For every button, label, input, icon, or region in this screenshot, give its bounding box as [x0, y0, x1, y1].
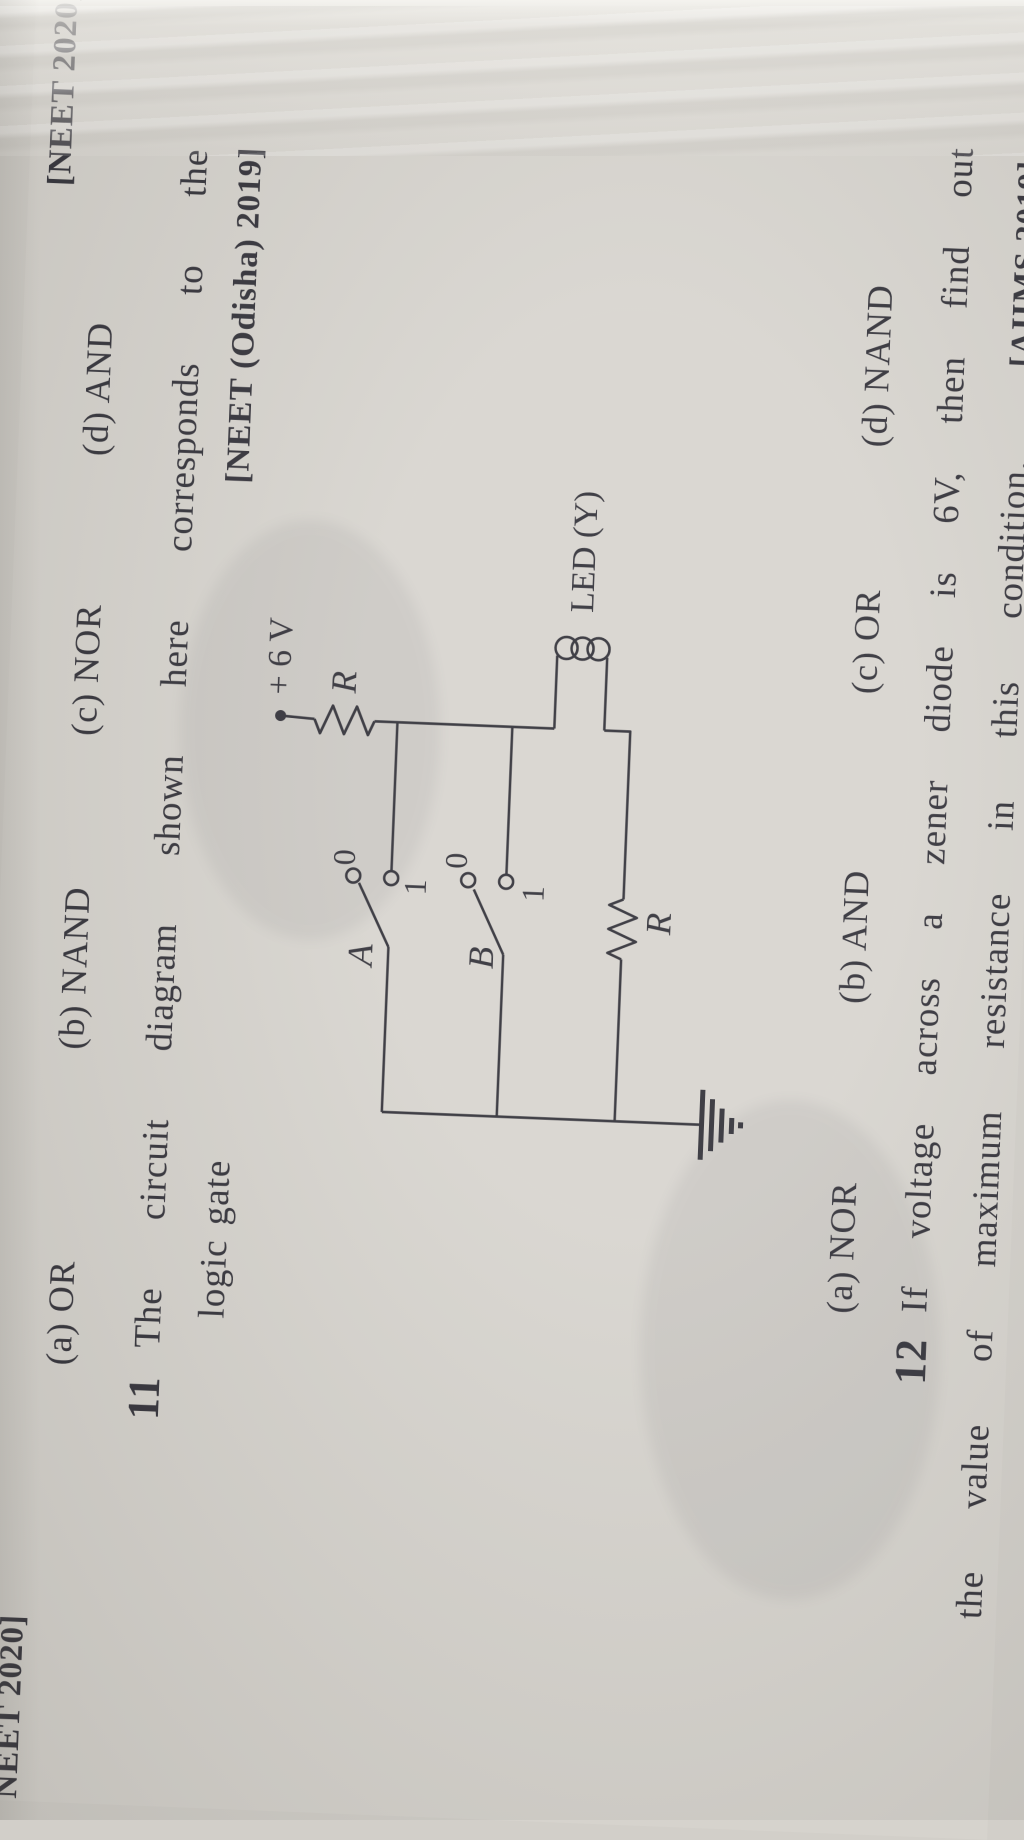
wire-branch-a: [390, 722, 399, 871]
contact-a0-label: 0: [325, 848, 363, 866]
q11-option-d: (d) NAND: [853, 283, 901, 448]
wire-pole-a: [380, 947, 390, 1112]
wire-bottom-right: [604, 729, 632, 900]
contact-b0-circle: [459, 871, 477, 889]
resistor-bottom-zigzag: [606, 898, 639, 961]
led-upper-leg: [553, 655, 559, 729]
contact-b1-circle: [497, 873, 515, 891]
wire-bottom-left: [613, 959, 623, 1122]
led-label: LED (Y): [564, 490, 606, 614]
wire-pole-b: [495, 954, 505, 1117]
wire-supply: [280, 714, 315, 721]
contact-b1-label: 1: [514, 885, 551, 903]
switch-b-label: B: [460, 946, 502, 970]
contact-a1-label: 1: [396, 878, 434, 896]
resistor-top-zigzag: [313, 704, 376, 737]
q11-option-b: (b) AND: [831, 869, 877, 1005]
switch-b-lever: [472, 888, 505, 956]
switch-a-label: A: [339, 943, 381, 967]
contact-a0-circle: [344, 867, 362, 884]
supply-voltage-label: + 6 V: [260, 616, 301, 696]
switch-a-lever: [357, 882, 390, 948]
earth-ground-icon: [697, 1089, 744, 1160]
q11-option-c: (c) OR: [843, 588, 889, 695]
led-coil-loop-3: [586, 636, 611, 662]
resistor-bottom-label: R: [638, 912, 679, 936]
q11-option-a: (a) NOR: [819, 1180, 865, 1315]
question-12-number: 12: [885, 1337, 937, 1386]
led-lower-leg: [602, 657, 609, 731]
wire-ground-rail: [381, 1110, 702, 1127]
contact-b0-label: 0: [437, 851, 475, 870]
wire-branch-b: [505, 726, 514, 874]
wire-bus: [374, 720, 555, 730]
resistor-top-label: R: [323, 670, 365, 694]
